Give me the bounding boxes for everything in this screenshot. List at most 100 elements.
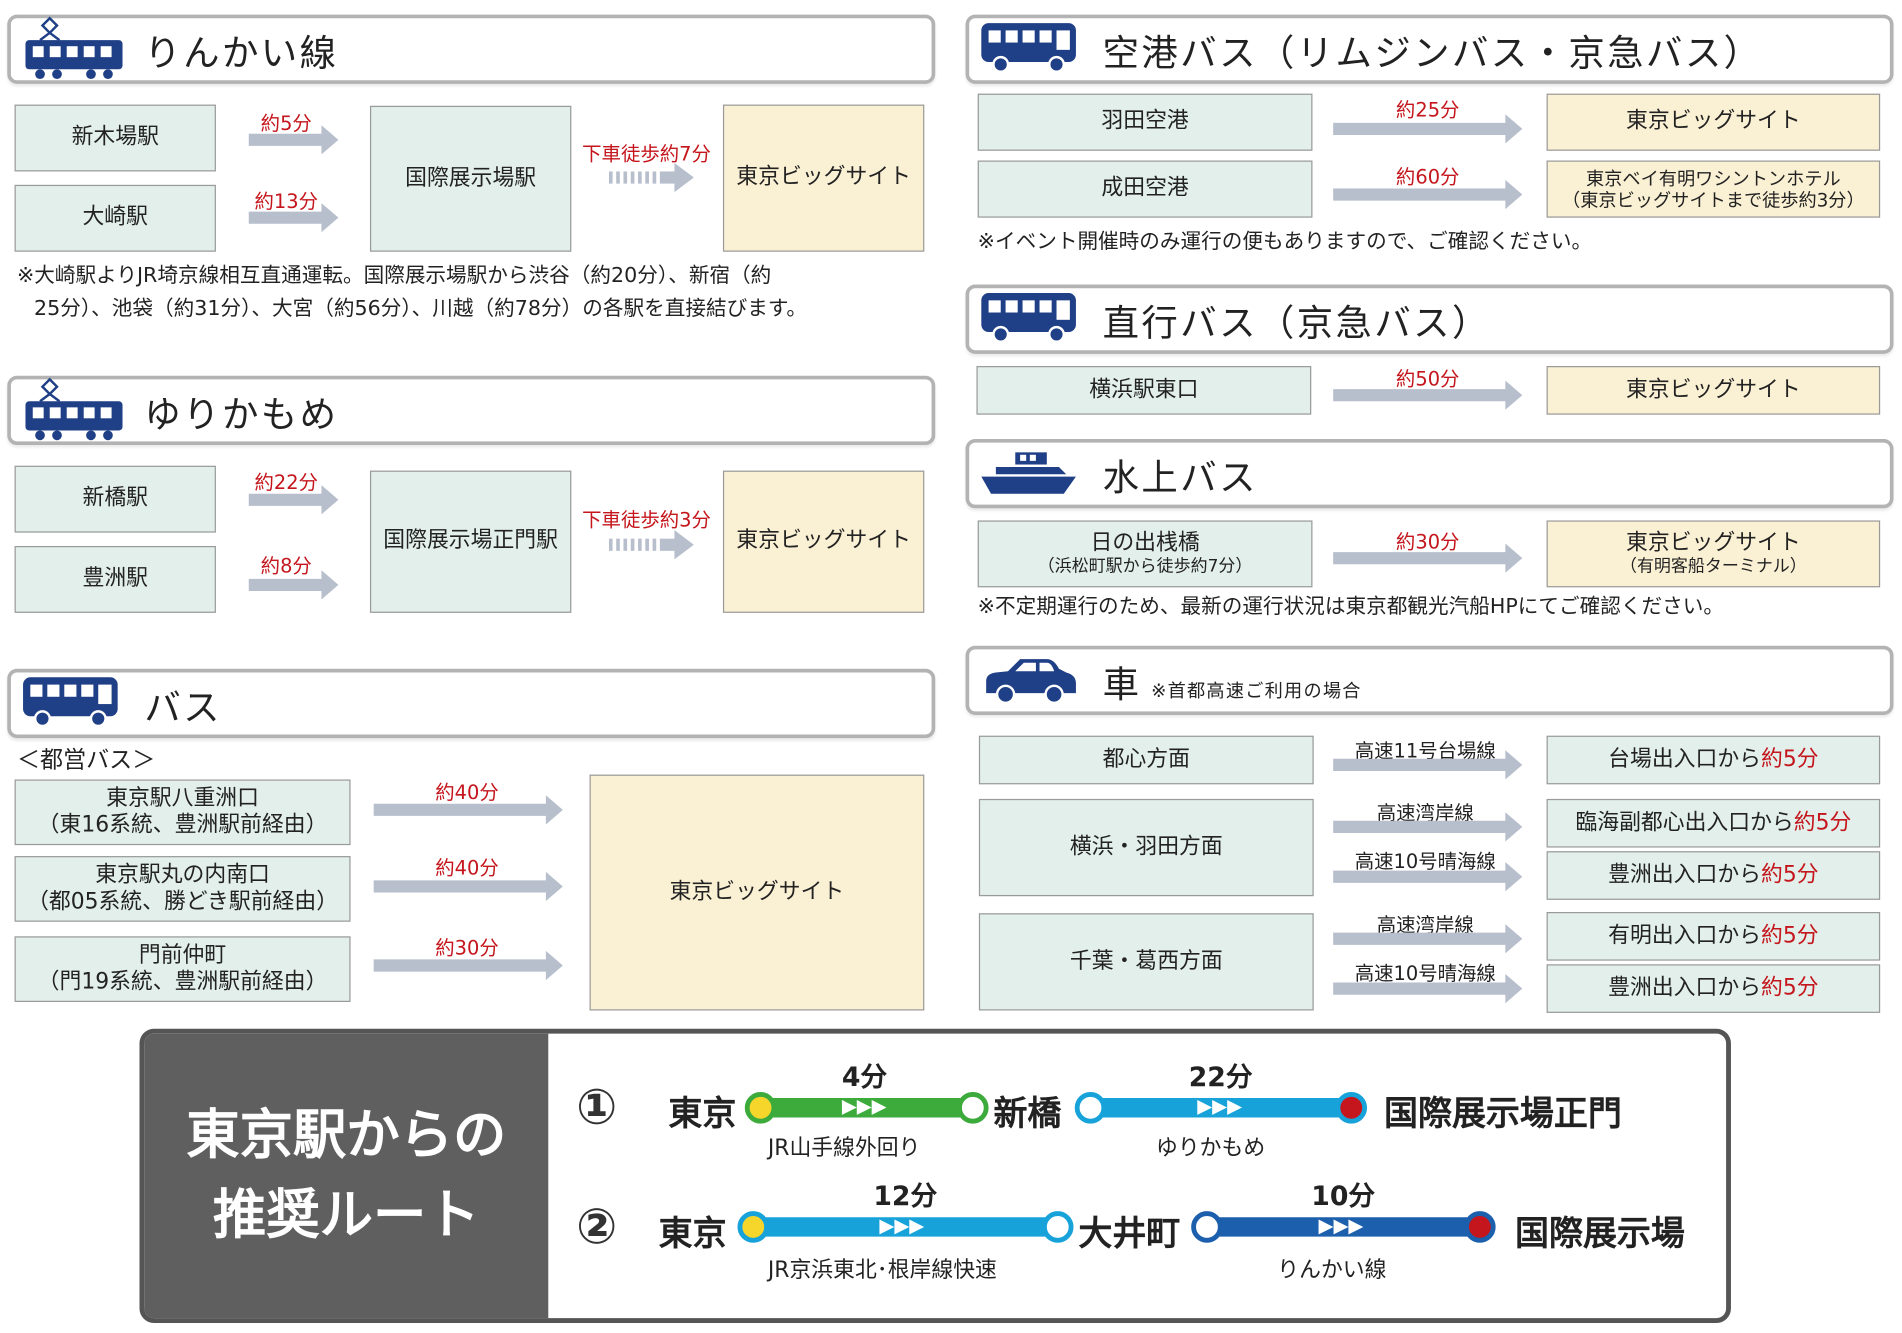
arrow-icon — [1333, 862, 1523, 892]
arrow-icon — [1333, 179, 1523, 210]
car-title-text: 車 — [1102, 663, 1142, 706]
airport-dest-2-sub: （東京ビッグサイトまで徒歩約3分） — [1562, 189, 1865, 211]
route2-leg1-line — [737, 1211, 1074, 1243]
train-icon — [21, 374, 130, 447]
recommended-label-line2: 推奨ルート — [212, 1184, 480, 1247]
arrow-icon — [1333, 750, 1523, 780]
arrow-icon — [373, 950, 563, 981]
rinkai-destination: 東京ビッグサイト — [722, 104, 925, 252]
arrow-icon — [373, 795, 563, 825]
car-exit-label: 臨海副都心出入口から — [1575, 809, 1794, 836]
arrow-icon — [1333, 974, 1523, 1004]
water-bus-header: 水上バス — [965, 438, 1894, 509]
route2-destination: 国際展示場 — [1515, 1213, 1685, 1254]
direct-bus-origin: 横浜駅東口 — [976, 366, 1312, 415]
yurikamome-time-1: 約22分 — [254, 470, 319, 494]
bus-stop-2: 東京駅丸の内南口（都05系統、勝どき駅前経由） — [14, 856, 351, 922]
route1-leg2-time: 22分 — [1188, 1062, 1253, 1094]
yurikamome-origin-toyosu: 豊洲駅 — [14, 545, 216, 613]
car-route-1: 高速11号台場線 — [1354, 739, 1496, 763]
bus-stop-name: 東京駅丸の内南口 — [95, 861, 270, 888]
rinkai-note-line2: 25分）、池袋（約31分）、大宮（約56分）、川越（約78分）の各駅を直接結びま… — [33, 296, 808, 322]
water-bus-title: 水上バス — [1102, 456, 1258, 500]
car-exit-5: 豊洲出入口から約5分 — [1546, 964, 1881, 1013]
rinkai-time-2: 約13分 — [254, 189, 319, 213]
arrow-icon — [1333, 543, 1523, 573]
yurikamome-destination: 東京ビッグサイト — [722, 470, 925, 613]
dashed-arrow-icon — [608, 162, 694, 193]
route1-leg2-line — [1074, 1091, 1368, 1124]
airport-bus-title: 空港バス（リムジンバス・京急バス） — [1102, 32, 1763, 75]
car-exit-4: 有明出入口から約5分 — [1546, 912, 1881, 961]
route2-leg1-time: 12分 — [873, 1181, 938, 1213]
car-exit-time: 約5分 — [1760, 746, 1819, 772]
bus-time-2: 約40分 — [435, 856, 499, 880]
rinkai-note-line1: ※大崎駅よりJR埼京線相互直通運転。国際展示場駅から渋谷（約20分）、新宿（約 — [16, 263, 772, 289]
car-route-5: 高速10号晴海線 — [1354, 961, 1496, 985]
bus-stop-1: 東京駅八重洲口（東16系統、豊洲駅前経由） — [14, 779, 351, 846]
recommended-route-panel: 東京駅からの推奨ルート ① 東京 ▶▶▶ 4分 JR山手線外回り 新橋 ▶▶▶ … — [139, 1028, 1731, 1324]
car-exit-time: 約5分 — [1793, 809, 1852, 836]
rinkai-title: りんかい線 — [144, 32, 339, 75]
airport-time-2: 約60分 — [1395, 165, 1460, 189]
direct-bus-dest: 東京ビッグサイト — [1546, 366, 1881, 415]
rinkai-walk-time: 下車徒歩約7分 — [582, 142, 711, 166]
route1-leg1-line-name: JR山手線外回り — [767, 1135, 921, 1162]
route1-leg1-arrows: ▶▶▶ — [841, 1094, 887, 1118]
bus-stop-3: 門前仲町（門19系統、豊洲駅前経由） — [14, 936, 351, 1002]
bus-title: バス — [144, 686, 222, 729]
bus-time-1: 約40分 — [435, 780, 499, 804]
water-bus-time: 約30分 — [1395, 530, 1460, 554]
car-route-4: 高速湾岸線 — [1376, 913, 1474, 937]
yurikamome-header: ゆりかもめ — [7, 374, 936, 447]
water-bus-dest: 東京ビッグサイト（有明客船ターミナル） — [1546, 520, 1881, 588]
route2-origin: 東京 — [658, 1213, 727, 1254]
arrow-icon — [248, 125, 339, 155]
car-exit-label: 豊洲出入口から — [1608, 974, 1761, 1001]
route1-destination: 国際展示場正門 — [1384, 1093, 1622, 1134]
route2-number: ② — [576, 1198, 618, 1255]
bus-stop-via: （門19系統、豊洲駅前経由） — [37, 969, 328, 995]
airport-note: ※イベント開催時のみ運行の便もありますので、ご確認ください。 — [977, 229, 1593, 255]
arrow-icon — [1333, 924, 1523, 954]
car-exit-label: 豊洲出入口から — [1608, 861, 1761, 888]
car-exit-time: 約5分 — [1760, 922, 1819, 949]
car-exit-label: 台場出入口から — [1608, 746, 1761, 772]
route2-leg2-line-name: りんかい線 — [1277, 1257, 1387, 1283]
car-exit-2: 臨海副都心出入口から約5分 — [1546, 798, 1881, 848]
car-header: 車※首都高速ご利用の場合 — [965, 645, 1894, 716]
yurikamome-origin-shimbashi: 新橋駅 — [14, 465, 216, 533]
recommended-route-label: 東京駅からの推奨ルート — [144, 1033, 549, 1319]
route2-transfer: 大井町 — [1078, 1213, 1181, 1254]
water-bus-dest-sub: （有明客船ターミナル） — [1619, 556, 1807, 577]
direct-bus-title: 直行バス（京急バス） — [1102, 302, 1491, 345]
bus-stop-via: （都05系統、勝どき駅前経由） — [27, 888, 339, 915]
route2-leg2-time: 10分 — [1311, 1181, 1376, 1213]
rinkai-header: りんかい線 — [7, 14, 936, 84]
route1-transfer: 新橋 — [993, 1093, 1062, 1134]
airport-dest-2: 東京ベイ有明ワシントンホテル（東京ビッグサイトまで徒歩約3分） — [1546, 160, 1881, 218]
bus-icon — [979, 290, 1081, 348]
airport-dest-1: 東京ビッグサイト — [1546, 93, 1881, 151]
arrow-icon — [248, 570, 339, 600]
water-bus-origin: 日の出桟橋（浜松町駅から徒歩約7分） — [977, 520, 1313, 588]
route1-origin: 東京 — [668, 1093, 737, 1134]
car-exit-3: 豊洲出入口から約5分 — [1546, 851, 1881, 900]
water-bus-note: ※不定期運行のため、最新の運行状況は東京都観光汽船HPにてご確認ください。 — [977, 594, 1725, 619]
rinkai-transfer-station: 国際展示場駅 — [369, 105, 572, 252]
water-bus-origin-name: 日の出桟橋 — [1090, 529, 1200, 556]
direct-bus-time: 約50分 — [1395, 367, 1460, 391]
bus-stop-name: 門前仲町 — [138, 941, 227, 968]
arrow-icon — [1333, 380, 1523, 410]
car-exit-time: 約5分 — [1760, 974, 1819, 1001]
yurikamome-time-2: 約8分 — [260, 554, 312, 578]
airport-bus-header: 空港バス（リムジンバス・京急バス） — [965, 14, 1894, 84]
car-exit-label: 有明出入口から — [1608, 922, 1761, 949]
airport-origin-narita: 成田空港 — [977, 160, 1313, 218]
arrow-icon — [1333, 114, 1523, 144]
car-route-3: 高速10号晴海線 — [1354, 849, 1496, 874]
yurikamome-transfer-station: 国際展示場正門駅 — [369, 470, 572, 613]
car-origin-yokohama: 横浜・羽田方面 — [978, 798, 1314, 897]
route2-leg1-line-name: JR京浜東北･根岸線快速 — [767, 1257, 997, 1283]
route1-leg1-time: 4分 — [841, 1062, 888, 1094]
